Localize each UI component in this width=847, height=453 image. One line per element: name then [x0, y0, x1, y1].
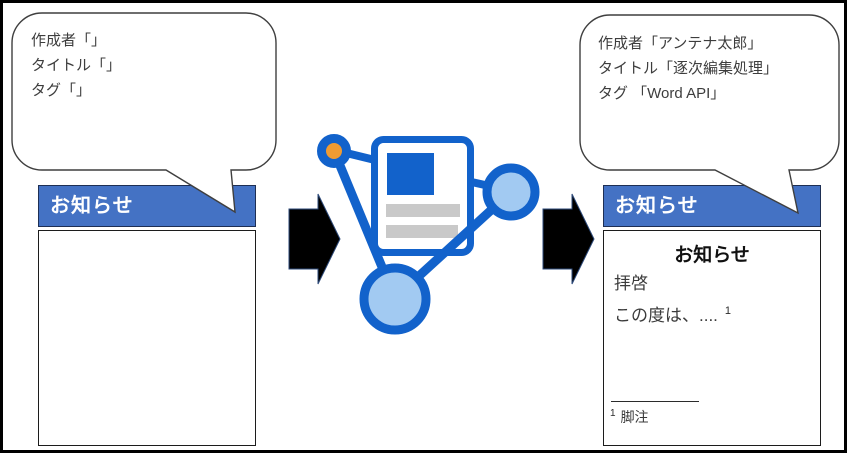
footnote: 1 脚注 — [610, 407, 649, 427]
network-link-left — [329, 149, 399, 298]
page-text-bar-2 — [386, 225, 458, 238]
left-arrow-icon — [288, 193, 341, 285]
footnote-text: 脚注 — [620, 409, 649, 425]
right-document-header-label: お知らせ — [615, 195, 699, 217]
right-callout-line-tag: タグ 「Word API」 — [598, 85, 726, 102]
document-network-icon — [317, 134, 540, 335]
left-document-body — [38, 230, 256, 446]
right-callout-text: 作成者「アンテナ太郎」 タイトル「逐次編集処理」 タグ 「Word API」 — [598, 31, 828, 106]
footnote-reference: 1 — [724, 305, 732, 318]
left-callout-text: 作成者「」 タイトル「」 タグ「」 — [31, 28, 261, 103]
network-node-orange — [317, 134, 351, 168]
right-callout-line-author: 作成者「アンテナ太郎」 — [598, 35, 763, 52]
network-link-stub-right — [466, 177, 504, 193]
network-link-right — [392, 188, 515, 301]
right-document-body: お知らせ 拝啓 この度は、.... 1 1 脚注 — [603, 230, 821, 446]
network-node-bottom — [359, 263, 431, 335]
left-callout-line-title: タイトル「」 — [31, 57, 122, 74]
left-document-header-label: お知らせ — [50, 195, 134, 217]
right-document-line-text: この度は、.... — [614, 306, 718, 325]
left-callout-line-author: 作成者「」 — [31, 32, 107, 49]
footnote-marker: 1 — [610, 408, 616, 420]
right-arrow-icon — [542, 193, 595, 285]
network-node-right — [482, 163, 540, 221]
right-document-title: お知らせ — [674, 245, 750, 266]
left-callout-line-tag: タグ「」 — [31, 82, 92, 99]
right-document-greeting: 拝啓 — [614, 274, 648, 293]
left-document-header: お知らせ — [38, 185, 256, 227]
right-document-header: お知らせ — [603, 185, 821, 227]
page-text-bar-1 — [386, 204, 460, 217]
right-document-line: この度は、.... 1 — [614, 301, 731, 326]
right-callout-line-title: タイトル「逐次編集処理」 — [598, 60, 779, 77]
network-link-stub-left — [333, 146, 380, 165]
page-image-block — [387, 153, 434, 195]
page-icon — [371, 136, 474, 256]
footnote-separator — [611, 401, 699, 402]
